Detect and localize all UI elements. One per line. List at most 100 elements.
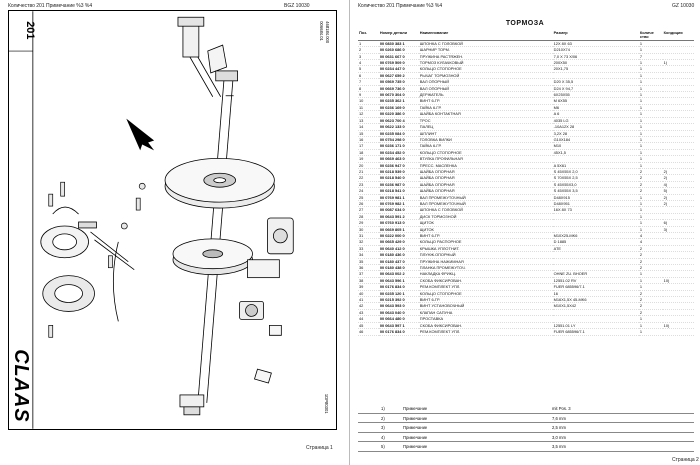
cell-qty: 1 — [638, 328, 663, 336]
cell-name: ШАЙБА ОПОРНАЯ — [418, 187, 553, 195]
cell-pos: 24 — [358, 187, 379, 195]
cell-size: FUER 685596/7.1 — [552, 328, 639, 336]
cell-qty: 2 — [638, 302, 663, 310]
cell-name: ШПОНКА С ГОЛОВКОЙ — [418, 40, 553, 48]
cell-pos: 27 — [358, 206, 379, 214]
cell-size: 6X25X55 — [552, 91, 639, 99]
note-label: Примечание — [403, 444, 428, 450]
left-page: Количество 201 Примечание %3 %4 BGZ 1003… — [8, 0, 350, 465]
cell-qty: 1 — [638, 149, 663, 157]
cell-pos: 23 — [358, 181, 379, 189]
cell-qty: 1 — [638, 78, 663, 86]
cell-qty: 1 — [638, 85, 663, 93]
cell-pos: 15 — [358, 130, 379, 137]
cell-number: 00 0665 429 0 — [378, 238, 419, 246]
direction-arrow — [126, 118, 155, 151]
cell-number: 00 0218 541 0 — [378, 187, 419, 195]
cell-cond — [662, 97, 694, 105]
cell-name: ГАЙКА 6-ГР. — [418, 142, 553, 150]
cell-number: 00 0640 412 0 — [378, 245, 419, 253]
parts-table: Поз. Номер детали Наименование Размер Ко… — [358, 30, 694, 336]
cell-pos: 1 — [358, 40, 379, 48]
cell-pos: 16 — [358, 136, 379, 144]
cell-qty: 1 — [638, 219, 663, 227]
diagram-frame: 201 CLAAS 006684.01 468184.000 1DP80301 — [8, 10, 337, 430]
cell-pos: 34 — [358, 251, 379, 259]
cell-name: ВИНТ 6-ГР. — [418, 97, 553, 105]
cell-qty: 1 — [638, 155, 663, 163]
cell-number: 00 0234 452 0 — [378, 149, 419, 157]
cell-number: 00 0664 480 0 — [378, 315, 419, 323]
cell-number: 00 0569 735 0 — [378, 78, 419, 86]
cell-number: 00 0236 947 0 — [378, 162, 419, 169]
right-page-number: Страница 2 — [672, 457, 699, 463]
cell-number: 00 0235 362 1 — [378, 97, 419, 105]
cell-name: ГАЙКА 6-ГР. — [418, 104, 553, 112]
cell-cond: 6) — [662, 219, 694, 227]
right-page: Количество 201 Примечание %3 %4 GZ 10030… — [350, 0, 700, 465]
cell-size: S 45X55X3,0 — [552, 181, 639, 189]
cell-number: 00 0643 597 1 — [378, 322, 419, 330]
cell-number: 00 0669 736 0 — [378, 85, 419, 93]
brake-drum — [40, 206, 135, 312]
cell-name: КОЛЬЦО РАСПОРНОЕ — [418, 238, 553, 246]
note-label: Примечание — [403, 415, 428, 421]
cell-number: 00 0180 437 0 — [378, 258, 419, 266]
cell-cond: 1) — [662, 59, 694, 67]
cell-name: КОЛЬЦО СТОПОРНОЕ — [418, 149, 553, 157]
cell-number: 00 0622 133 0 — [378, 123, 419, 131]
cell-number: 00 0830 383 1 — [378, 40, 419, 48]
cell-cond — [662, 245, 694, 253]
cell-name: ПАЛЕЦ — [418, 123, 553, 131]
cell-name: НАКЛАДКА ФРИКЦ. — [418, 270, 553, 278]
cell-pos: 9 — [358, 91, 379, 99]
parts-table-header: Поз. Номер детали Наименование Размер Ко… — [358, 30, 694, 41]
cell-qty: 1 — [638, 136, 663, 144]
cell-pos: 46 — [358, 328, 379, 336]
note-label: Примечание — [403, 425, 428, 431]
cell-name: СКОБА ФИКСИРОВАН. — [418, 322, 553, 330]
diagram-code-2: 468184.000 — [325, 21, 330, 44]
cell-pos: 10 — [358, 97, 379, 105]
cell-number: 00 0643 040 0 — [378, 309, 419, 317]
cell-cond: 10) — [662, 277, 694, 285]
note-label: Примечание — [403, 406, 428, 412]
cell-number: 00 0235 120 1 — [378, 290, 419, 298]
cell-number: 00 0669 805 1 — [378, 226, 419, 234]
cell-size — [552, 219, 639, 227]
cell-cond: 10) — [662, 322, 694, 330]
cell-size — [552, 264, 639, 272]
cell-size: S 45X55X 3,5 — [552, 187, 639, 195]
cell-name: ШАЙБА ОПОРНАЯ — [418, 168, 553, 176]
cell-name: ШАЙБА ОПОРНАЯ — [418, 181, 553, 189]
cell-cond: 2) — [662, 194, 694, 202]
cell-cond — [662, 78, 694, 86]
cell-pos: 18 — [358, 149, 379, 157]
note-value: mit Pos. 3 — [552, 406, 571, 412]
cell-pos: 4 — [358, 59, 379, 67]
cell-qty: 1 — [638, 142, 663, 150]
cell-pos: 12 — [358, 110, 379, 118]
cell-size: D48X951 — [552, 200, 639, 208]
cell-cond — [662, 155, 694, 163]
cell-qty: 1 — [638, 97, 663, 105]
cell-pos: 28 — [358, 213, 379, 221]
cell-pos: 11 — [358, 104, 379, 112]
